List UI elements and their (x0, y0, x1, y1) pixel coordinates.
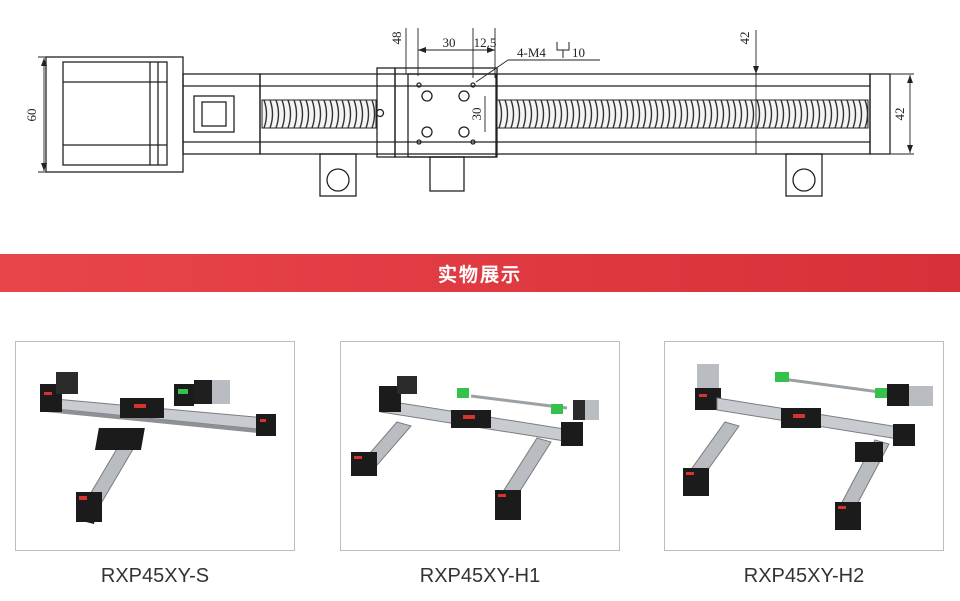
ball-screw-right (496, 99, 869, 129)
product-photo-h1 (351, 376, 599, 520)
product-card-s (15, 341, 295, 551)
ball-screw-left (261, 99, 377, 129)
dim-30: 30 (443, 35, 456, 50)
product-label-s: RXP45XY-S (100, 565, 210, 587)
product-photo-s (40, 372, 276, 524)
carriage-side (376, 67, 396, 158)
dim-42-right: 42 (892, 108, 907, 121)
dim-4-m4: 4-M4 (517, 45, 546, 60)
product-label-h2: RXP45XY-H2 (743, 565, 865, 587)
banner-title: 实物展示 (437, 264, 522, 286)
dim-depth-10: 10 (572, 45, 585, 60)
product-card-h2 (664, 341, 944, 551)
technical-drawing: 60 48 30 12.5 4-M4 10 30 42 42 (24, 28, 914, 197)
dim-42-top: 42 (737, 32, 752, 45)
motor-block (45, 56, 184, 173)
section-banner: 实物展示 (0, 254, 960, 292)
product-label-h1: RXP45XY-H1 (419, 565, 541, 587)
dim-12-5: 12.5 (474, 35, 497, 50)
dim-30-vertical: 30 (469, 108, 484, 121)
dim-60: 60 (24, 109, 39, 122)
dim-48: 48 (389, 32, 404, 45)
product-photo-h2 (683, 364, 933, 530)
coupling (193, 95, 235, 133)
product-card-h1 (340, 341, 620, 551)
